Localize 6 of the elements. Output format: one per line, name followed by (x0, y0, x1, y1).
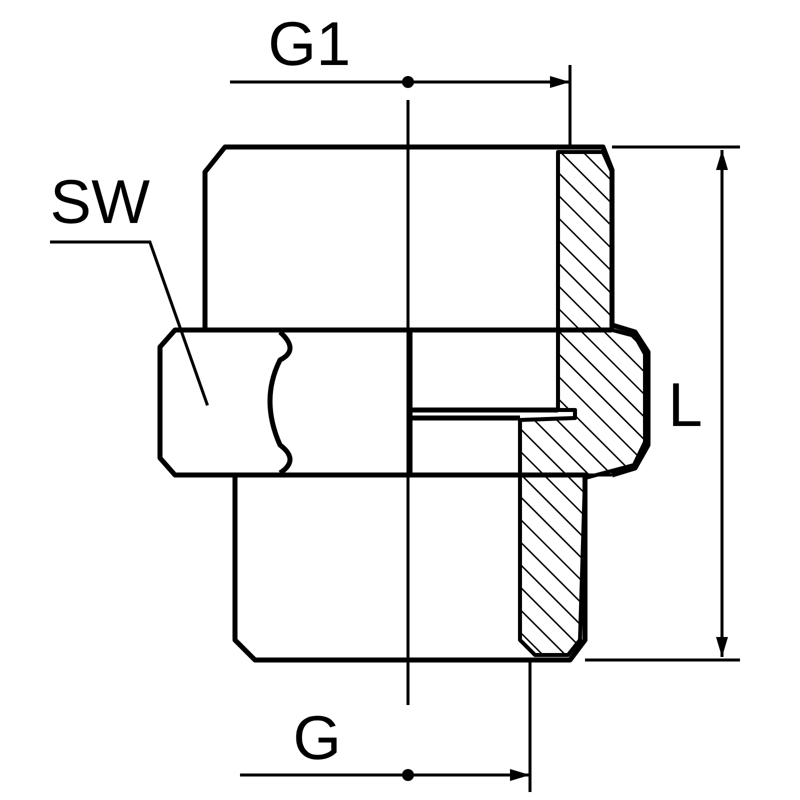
leader-line (50, 240, 209, 406)
wrench-size-label: SW (50, 172, 150, 234)
dimension-label: L (668, 375, 702, 437)
dimension-label: G (293, 708, 342, 770)
dimension-label: G1 (268, 14, 351, 76)
hex-drawing (158, 328, 412, 478)
